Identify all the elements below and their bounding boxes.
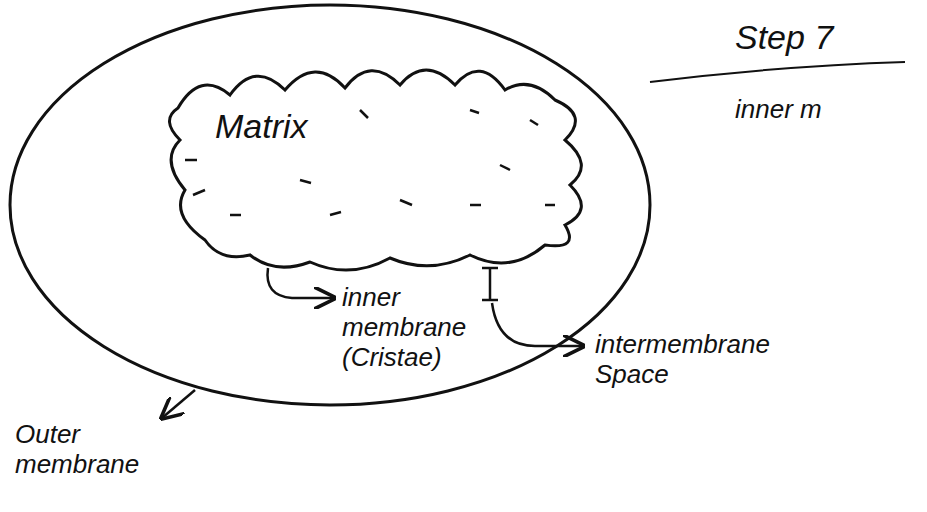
matrix-mark [530, 120, 538, 125]
leader-arrow [162, 390, 195, 418]
i-beam-marker [482, 268, 498, 300]
matrix-mark [360, 110, 368, 118]
cristae-outline [169, 70, 581, 270]
matrix-mark [545, 204, 555, 207]
part-label: inner membrane (Cristae) [342, 283, 482, 373]
matrix-mark [400, 200, 412, 205]
heading: Step 7 [735, 18, 833, 57]
inner-membrane-outline [165, 55, 605, 280]
matrix-mark [330, 212, 341, 215]
matrix-mark [470, 204, 481, 207]
outer-membrane-outline [10, 5, 650, 405]
matrix-mark [185, 159, 197, 162]
matrix-region: Matrix [165, 55, 605, 280]
matrix-mark [300, 180, 311, 183]
title-underline [650, 62, 905, 82]
part-label: intermembrane Space [595, 330, 825, 390]
region-name: Matrix [215, 107, 308, 146]
part-label: Outer membrane [15, 420, 165, 480]
part-label: inner m [735, 95, 915, 125]
matrix-mark [470, 110, 479, 113]
matrix-mark [500, 165, 510, 170]
leader-arrow [268, 268, 335, 298]
leader-arrow [492, 303, 583, 346]
matrix-mark [193, 190, 205, 195]
matrix-mark [230, 214, 241, 217]
